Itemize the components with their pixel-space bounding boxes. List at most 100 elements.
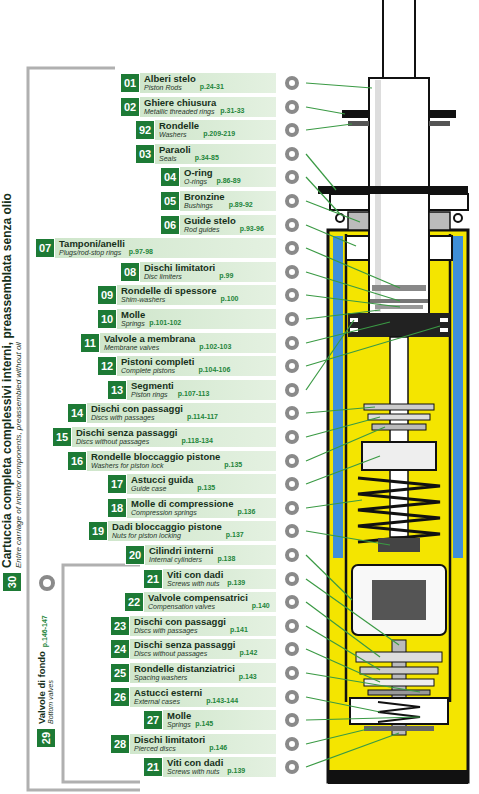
part-name: Astucci guida [131,475,193,485]
part-name-english: Discs without passages [76,438,177,446]
piston [348,313,450,337]
part-names: RondelleWashers [155,120,203,140]
callout-number: 08 [120,262,140,282]
page-reference: p.145 [195,720,217,730]
leader-line [306,456,380,484]
part-name: Dischi limitatori [134,735,205,745]
part-name-english: Discs without passages [134,650,235,658]
part-name: Molle [167,711,191,721]
leader-line [306,177,340,214]
part-name: Molle di compressione [131,499,233,509]
callout-number: 02 [120,97,140,117]
part-name-english: Discs with passages [134,627,226,635]
callout-number: 21 [143,757,163,777]
part-row: 26Astucci esterniExternal casesp.143-144 [110,687,276,707]
part-name-english: Complete pistons [121,367,194,375]
threaded-ring [342,110,369,118]
part-name: Dischi limitatori [144,263,215,273]
washer [348,121,369,126]
part-names: MolleSprings [163,710,195,730]
part-name-english: Rod guides [184,226,236,234]
part-names: Alberi steloPiston Rods [140,73,200,93]
rod-guide [429,236,452,260]
part-row: 25Rondelle distanziatriciSpacing washers… [110,663,276,683]
gas-chamber [333,236,343,558]
part-name-english: Plugs/rod-stop rings [59,249,125,257]
part-names: Molle di compressioneCompression springs [127,498,237,518]
part-row: 01Alberi steloPiston Rodsp.24-31 [120,73,276,93]
part-row: 09Rondelle di spessoreShim-washersp.100 [97,285,276,305]
bottom-valve-icon [41,577,53,589]
part-names: Astucci guidaGuide case [127,474,197,494]
part-names: Dischi limitatoriPierced discs [130,734,209,754]
part-row: 18Molle di compressioneCompression sprin… [107,498,276,518]
leader-line [306,555,352,600]
part-name-english: Membrane valves [104,344,195,352]
group-names: Valvole di fondoBottom valves [37,647,55,728]
part-name-english: Internal cylinders [149,556,213,564]
part-name-english: Guide case [131,485,193,493]
callout-number: 14 [67,403,87,423]
part-names: ParaoliSeals [155,144,195,164]
callout-number: 13 [107,380,127,400]
part-names: SegmentiPiston rings [127,380,178,400]
part-row: 28Dischi limitatoriPierced discsp.146 [110,734,276,754]
part-name: Astucci esterni [134,688,202,698]
group-name: Valvole di fondo [37,651,47,724]
callout-number: 23 [110,616,130,636]
spacing-washer [368,690,430,695]
part-row: 03ParaoliSealsp.34-85 [135,144,276,164]
part-name: Valvole compensatrici [148,593,248,603]
part-names: Valvole a membranaMembrane valves [100,333,199,353]
page-reference: p.102-103 [199,343,235,353]
part-name-english: Springs [167,721,191,729]
part-row: 14Dischi con passaggiDiscs with passages… [67,403,276,423]
threaded-ring [429,110,456,118]
page-reference: p.139 [227,579,249,589]
part-name-english: Bushings [184,202,225,210]
group-name: Cartuccia completa complessivi interni, … [1,193,14,568]
part-icon [287,338,297,348]
part-name: Molle [121,310,145,320]
piston-nut [378,538,420,552]
page-reference: p.146-147 [41,611,51,647]
part-name-english: Metallic threaded rings [144,108,216,116]
callout-number: 18 [107,498,127,518]
part-icon [287,715,297,725]
top-cap [318,186,468,194]
part-row: 21Viti con dadiScrews with nutsp.139 [143,757,276,777]
page-reference: p.143-144 [206,697,242,707]
part-names: Viti con dadiScrews with nuts [163,569,227,589]
callout-number: 03 [135,144,155,164]
page-reference: p.136 [237,508,259,518]
part-name-english: Nuts for piston locking [112,532,222,540]
part-name: Dischi senza passaggi [76,428,177,438]
part-names: Valvole compensatriciCompensation valves [144,592,252,612]
page-reference: p.86-89 [217,177,245,187]
part-name: Alberi stelo [144,74,196,84]
piston-ring [440,318,448,322]
part-icon [287,762,297,772]
part-names: Dadi bloccaggio pistoneNuts for piston l… [108,521,226,541]
page-reference: p.24-31 [200,83,228,93]
compensation-valve [356,652,442,662]
part-row: 92RondelleWashersp.209-219 [135,120,276,140]
callout-number: 01 [120,73,140,93]
part-icon [287,267,297,277]
group-names: Cartuccia completa complessivi interni, … [1,189,23,572]
part-name-english: Piston rings [131,391,174,399]
part-icon [287,456,297,466]
part-icon [287,692,297,702]
part-icon [287,243,297,253]
part-icon [287,220,297,230]
leader-line [306,500,362,508]
part-names: Ghiere chiusuraMetallic threaded rings [140,97,220,117]
part-name: Valvole a membrana [104,334,195,344]
part-row: 16Rondelle bloccaggio pistoneWashers for… [67,451,276,471]
part-name-english: Springs [121,320,145,328]
callout-number: 05 [160,191,180,211]
page-reference: p.135 [197,484,219,494]
part-icon [287,290,297,300]
part-names: BronzineBushings [180,191,229,211]
part-name: Pistoni completi [121,357,194,367]
